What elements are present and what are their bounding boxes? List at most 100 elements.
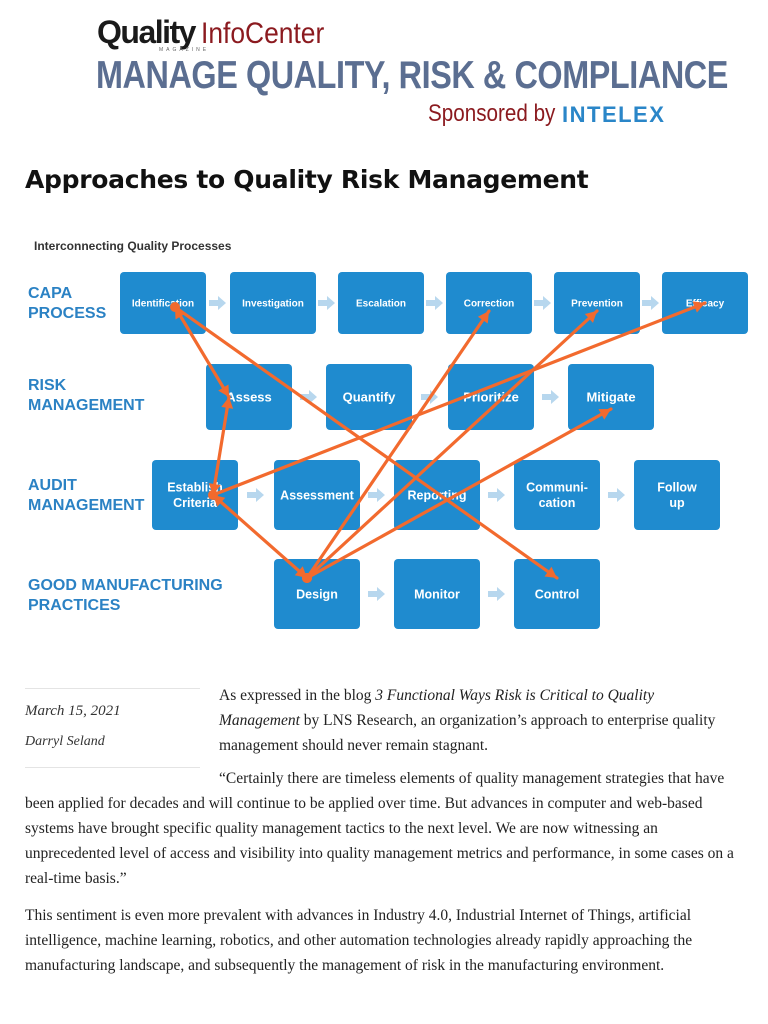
process-box-mitigate: Mitigate bbox=[568, 364, 654, 430]
blog-title-reference: 3 Functional Ways Risk is Critical to Qu… bbox=[219, 687, 655, 729]
arrowhead-icon bbox=[213, 495, 226, 507]
flow-arrow-icon bbox=[368, 488, 385, 502]
article-date: March 15, 2021 bbox=[25, 703, 121, 719]
process-box-quantify: Quantify bbox=[326, 364, 412, 430]
process-box-shape bbox=[568, 364, 654, 430]
arrowhead-icon bbox=[477, 311, 489, 324]
sponsor-label: Sponsored by bbox=[428, 100, 556, 127]
diagram-title: Interconnecting Quality Processes bbox=[34, 239, 232, 253]
process-box-label: Assess bbox=[226, 390, 272, 405]
arrowhead-icon bbox=[544, 566, 557, 578]
connection-design-to-correction bbox=[302, 309, 491, 583]
process-box-control: Control bbox=[514, 559, 600, 629]
connection-line bbox=[211, 395, 231, 497]
process-box-shape bbox=[230, 272, 316, 334]
process-box-assess: Assess bbox=[206, 364, 292, 430]
intro-text-before: As expressed in the blog bbox=[219, 687, 376, 704]
process-box-investigation: Investigation bbox=[230, 272, 316, 334]
process-box-identification: Identification bbox=[120, 272, 206, 334]
header-tagline: MANAGE QUALITY, RISK & COMPLIANCE bbox=[96, 54, 728, 97]
process-box-assessment: Assessment bbox=[274, 460, 360, 530]
intro-text-after: by LNS Research, an organization’s appro… bbox=[219, 712, 716, 754]
process-box-label: Investigation bbox=[242, 299, 304, 310]
connection-line bbox=[211, 493, 309, 580]
process-box-shape bbox=[274, 460, 360, 530]
process-box-label: Quantify bbox=[343, 390, 396, 405]
process-box-label: Mitigate bbox=[586, 390, 635, 405]
process-box-shape bbox=[152, 460, 238, 530]
arrowhead-icon bbox=[584, 311, 597, 323]
arrowhead-icon bbox=[218, 384, 229, 397]
process-box-label: Monitor bbox=[414, 587, 460, 601]
brand-primary: Quality bbox=[97, 14, 196, 50]
flow-arrow-icon bbox=[642, 296, 659, 310]
connection-line bbox=[211, 301, 707, 497]
flow-arrow-icon bbox=[542, 390, 559, 404]
connection-design-to-prevention bbox=[302, 309, 599, 583]
process-box-shape bbox=[274, 559, 360, 629]
connection-line bbox=[305, 309, 599, 580]
meta-divider-top bbox=[25, 688, 200, 689]
flow-arrow-icon bbox=[488, 488, 505, 502]
process-box-shape bbox=[394, 559, 480, 629]
quote-paragraph: “Certainly there are timeless elements o… bbox=[25, 770, 734, 887]
flow-arrow-icon bbox=[608, 488, 625, 502]
process-box-shape bbox=[446, 272, 532, 334]
process-box-escalation: Escalation bbox=[338, 272, 424, 334]
process-box-monitor: Monitor bbox=[394, 559, 480, 629]
connection-assess-to-establish-criteria bbox=[208, 395, 234, 497]
process-box-label: Design bbox=[296, 587, 338, 601]
flow-arrow-icon bbox=[300, 390, 317, 404]
process-box-shape bbox=[514, 460, 600, 530]
arrowhead-icon bbox=[598, 409, 611, 420]
process-box-label: Control bbox=[535, 587, 579, 601]
process-box-shape bbox=[554, 272, 640, 334]
connection-identification-to-control bbox=[170, 302, 559, 580]
process-box-communi-cation: Communi-cation bbox=[514, 460, 600, 530]
process-box-label: Identification bbox=[132, 299, 194, 310]
connection-origin-dot bbox=[302, 573, 312, 583]
process-box-label: Communi-cation bbox=[526, 481, 588, 511]
connection-origin-dot bbox=[170, 302, 180, 312]
sponsor-logo[interactable]: INTELEX bbox=[562, 102, 666, 127]
article-author[interactable]: Darryl Seland bbox=[25, 734, 105, 749]
body-paragraph: This sentiment is even more prevalent wi… bbox=[25, 907, 693, 974]
article-meta: March 15, 2021 Darryl Seland bbox=[25, 688, 200, 768]
brand-secondary: InfoCenter bbox=[200, 17, 325, 50]
process-box-label: Escalation bbox=[356, 299, 406, 310]
arrowhead-icon bbox=[221, 397, 234, 409]
process-box-shape bbox=[448, 364, 534, 430]
process-box-shape bbox=[120, 272, 206, 334]
sponsor-line: Sponsored by INTELEX bbox=[428, 100, 664, 128]
process-box-shape bbox=[326, 364, 412, 430]
process-box-shape bbox=[338, 272, 424, 334]
connection-line bbox=[305, 309, 491, 580]
brand-small-text: MAGAZINE bbox=[159, 47, 210, 53]
process-box-label: Assessment bbox=[280, 488, 354, 502]
flow-arrow-icon bbox=[318, 296, 335, 310]
flow-arrow-icon bbox=[426, 296, 443, 310]
arrowhead-icon bbox=[208, 483, 221, 495]
article-title: Approaches to Quality Risk Management bbox=[25, 165, 589, 194]
flow-arrow-icon bbox=[209, 296, 226, 310]
process-box-prevention: Prevention bbox=[554, 272, 640, 334]
connection-line bbox=[305, 407, 613, 580]
process-box-label: Prevention bbox=[571, 299, 623, 310]
meta-divider-bottom bbox=[25, 767, 200, 768]
process-box-shape bbox=[634, 460, 720, 530]
process-box-design: Design bbox=[274, 559, 360, 629]
flow-arrow-icon bbox=[247, 488, 264, 502]
connection-design-to-mitigate bbox=[302, 407, 613, 583]
